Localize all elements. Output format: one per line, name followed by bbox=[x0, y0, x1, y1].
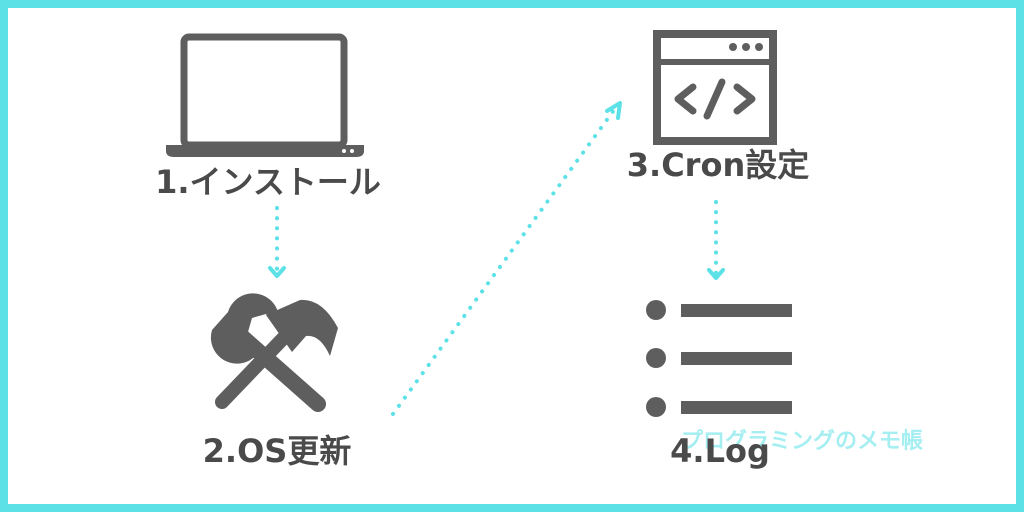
watermark-text: プログラミングのメモ帳 bbox=[681, 428, 923, 454]
step-label-install: 1.インストール bbox=[155, 163, 381, 201]
arrow-cron-to-log bbox=[707, 200, 725, 280]
step-label-log: 4.Log bbox=[670, 432, 770, 470]
arrow-update-to-cron bbox=[391, 101, 622, 416]
arrow-install-to-update bbox=[268, 206, 286, 278]
tools-icon bbox=[210, 293, 338, 412]
step-label-cron: 3.Cron設定 bbox=[627, 146, 809, 184]
step-label-os-update: 2.OS更新 bbox=[203, 432, 352, 470]
laptop-icon bbox=[166, 33, 364, 157]
list-icon bbox=[646, 300, 792, 417]
code-window-icon bbox=[653, 30, 777, 145]
